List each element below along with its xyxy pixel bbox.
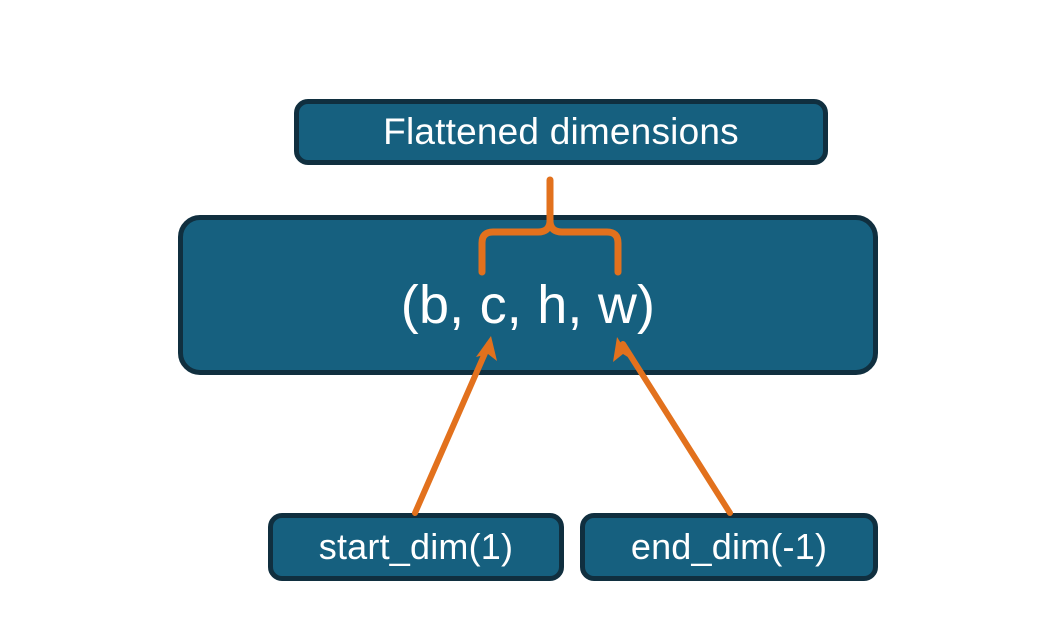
node-start-dim[interactable]: start_dim(1)	[268, 513, 564, 581]
node-flattened-dimensions[interactable]: Flattened dimensions	[294, 99, 828, 165]
node-start-dim-label: start_dim(1)	[318, 526, 514, 567]
node-end-dim[interactable]: end_dim(-1)	[580, 513, 878, 581]
node-tensor-shape[interactable]: (b, c, h, w)	[178, 215, 878, 375]
node-flattened-dimensions-label: Flattened dimensions	[383, 111, 739, 152]
node-tensor-shape-label: (b, c, h, w)	[400, 275, 656, 335]
node-end-dim-label: end_dim(-1)	[630, 526, 828, 567]
